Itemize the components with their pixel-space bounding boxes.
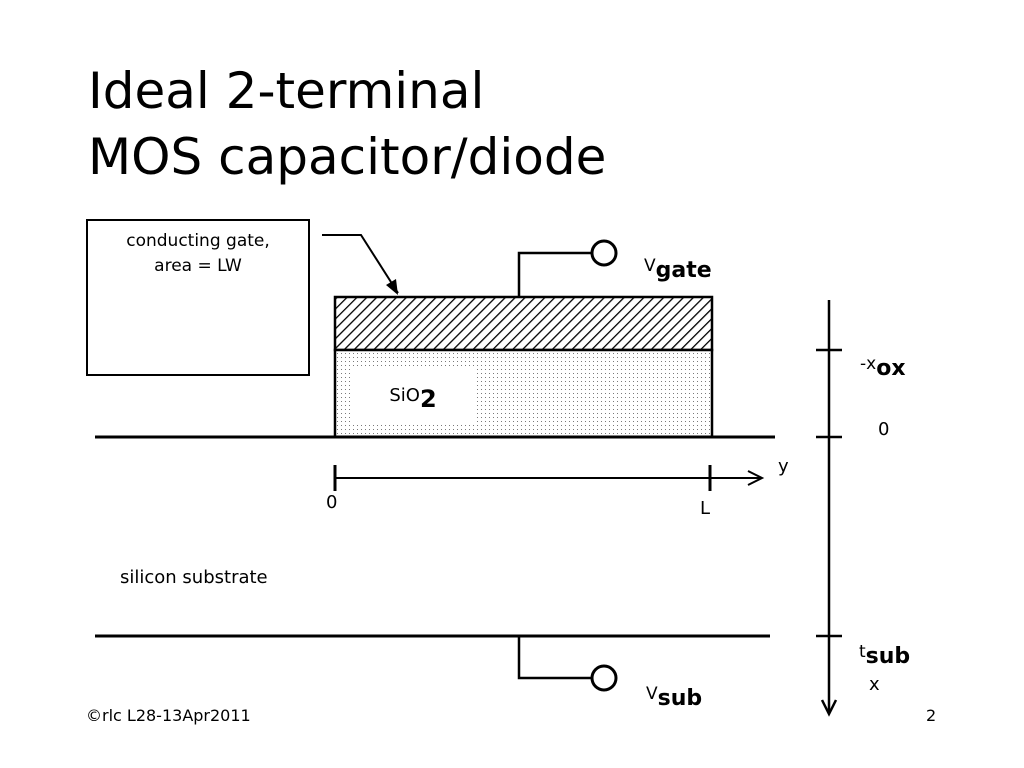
- slide-title: Ideal 2-terminal MOS capacitor/diode: [88, 58, 606, 190]
- v-sub-subscript: sub: [657, 686, 703, 711]
- title-line-2: MOS capacitor/diode: [88, 128, 607, 186]
- x-zero-label: 0: [878, 419, 890, 440]
- title-line-1: Ideal 2-terminal: [88, 62, 485, 120]
- v-sub-label: Vsub: [646, 682, 702, 710]
- x-axis-label: x: [869, 674, 880, 695]
- v-gate-prefix: V: [644, 256, 656, 276]
- v-gate-label: Vgate: [644, 254, 712, 282]
- gate-callout-box: conducting gate, area = LW: [86, 219, 310, 376]
- t-sub-prefix: t: [859, 642, 866, 662]
- gate-terminal: [517, 239, 618, 296]
- callout-arrow: [322, 234, 399, 295]
- oxide-label-prefix: SiO: [389, 384, 420, 406]
- oxide-label-subscript: 2: [419, 385, 437, 413]
- callout-line-1: conducting gate,: [126, 231, 270, 251]
- x-axis: [816, 300, 842, 717]
- v-gate-subscript: gate: [655, 258, 712, 283]
- substrate-label: silicon substrate: [120, 567, 268, 588]
- y-L-label: L: [700, 498, 711, 519]
- y-zero-label: 0: [326, 492, 338, 513]
- x-ox-label: -xox: [860, 352, 906, 380]
- callout-line-2: area = LW: [154, 255, 242, 276]
- y-axis-label: y: [778, 456, 789, 477]
- y-axis: [333, 465, 765, 491]
- t-sub-label: tsub: [859, 640, 910, 668]
- x-ox-subscript: ox: [876, 356, 906, 381]
- substrate-terminal: [517, 637, 618, 692]
- t-sub-subscript: sub: [865, 644, 911, 669]
- conducting-gate: [333, 295, 714, 352]
- footer-credit: ©rlc L28-13Apr2011: [86, 706, 251, 725]
- v-sub-prefix: V: [646, 684, 658, 704]
- page-number: 2: [926, 706, 937, 725]
- x-ox-prefix: -x: [860, 354, 877, 374]
